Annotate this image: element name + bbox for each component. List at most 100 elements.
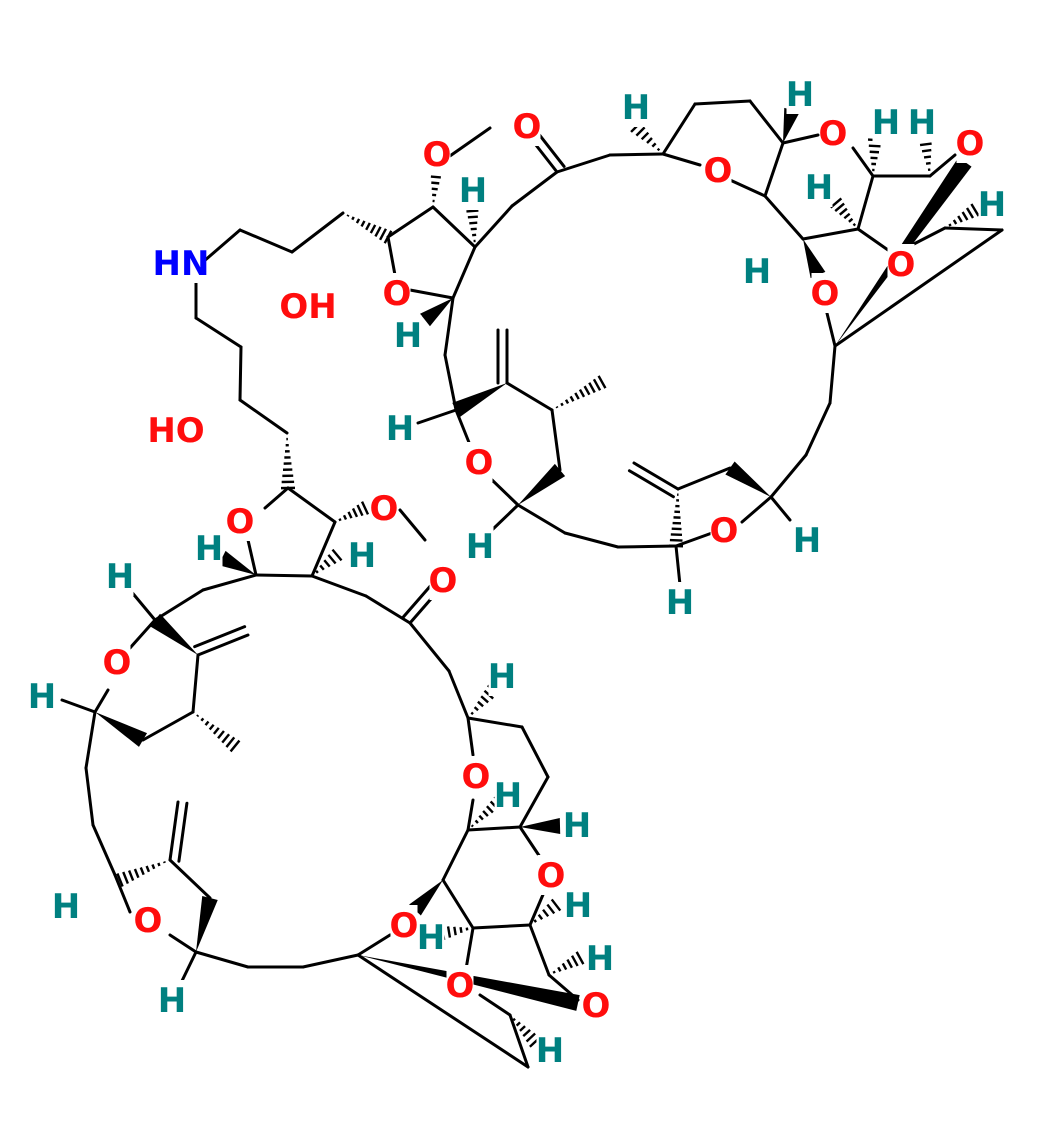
bond-line [246, 538, 258, 577]
hydrogen-label: H [195, 529, 223, 569]
atom-label-backdrop [704, 150, 732, 190]
bond-line [408, 621, 451, 673]
bond-line [748, 99, 785, 145]
atom-label-backdrop [466, 526, 494, 566]
atom-label-backdrop [819, 113, 847, 153]
atom-label-backdrop [446, 965, 474, 1005]
bond-line [608, 152, 665, 157]
bond-line [563, 531, 620, 549]
hashed-bond-stroke [557, 966, 562, 972]
bond-line [518, 775, 550, 829]
bond-line [693, 99, 752, 106]
hydrogen-label: H [908, 103, 936, 143]
hashed-bond-stroke [575, 951, 585, 965]
hashed-bond-stroke [852, 222, 856, 227]
hashed-bond-stroke [347, 511, 353, 519]
hashed-bond-stroke [952, 219, 958, 225]
atom-label-backdrop [465, 442, 493, 482]
hashed-bond-stroke [204, 720, 210, 726]
double-bond-line [193, 625, 247, 649]
hashed-bond-stroke [431, 187, 438, 191]
hashed-bond-stroke [869, 150, 880, 154]
hashed-bond-stroke [569, 395, 575, 402]
hydroxyl-label: OH [279, 287, 336, 327]
atom-label-backdrop [793, 520, 821, 560]
atom-label-backdrop [383, 273, 411, 313]
ring-oxygen: O [462, 757, 491, 797]
bond-line [516, 503, 567, 535]
hashed-bond-stroke [466, 209, 479, 213]
atom-label-backdrop [462, 756, 490, 796]
atom-label-backdrop [582, 985, 610, 1025]
atom-label-backdrop [564, 885, 592, 925]
hashed-bond-stroke [646, 137, 653, 144]
hydrogen-label: H [494, 776, 522, 816]
methoxy-oxygen: O [370, 489, 399, 529]
hashed-bond-stroke [431, 181, 440, 185]
bond-line [906, 226, 947, 249]
bond-line [290, 211, 345, 254]
hydrogen-label: H [158, 981, 186, 1021]
bond-line [763, 194, 805, 241]
hashed-bond-stroke [961, 211, 969, 221]
atom-label-backdrop [537, 855, 565, 895]
hashed-bond-stroke [356, 504, 364, 517]
double-bond-line [537, 132, 566, 168]
hashed-bond-stroke [200, 717, 205, 722]
hashed-bond-stroke [512, 1017, 516, 1022]
carbonyl-oxygen: O [429, 561, 458, 601]
atom-label-backdrop [786, 74, 814, 114]
hashed-bond-stroke [965, 207, 975, 219]
wedge-bond [783, 107, 800, 143]
hydrogen-label: H [106, 557, 134, 597]
hashed-bond-stroke [640, 131, 650, 141]
hashed-bond-stroke [555, 406, 559, 409]
bond-line [441, 828, 470, 882]
hashed-bond-stroke [196, 714, 200, 718]
hashed-bond-stroke [163, 861, 166, 864]
bond-line [510, 170, 559, 208]
bond-line [520, 725, 550, 779]
hashed-bond-stroke [127, 870, 135, 882]
hashed-bond-stroke [868, 144, 881, 148]
bond-line [84, 710, 97, 770]
atom-label-backdrop [284, 286, 332, 326]
bond-line [555, 153, 612, 174]
bond-line [804, 401, 832, 457]
atom-label-backdrop [195, 528, 223, 568]
bond-line [528, 888, 547, 927]
bond-line [856, 227, 890, 252]
hashed-bond-stroke [360, 501, 370, 515]
hashed-bond-stroke [482, 810, 489, 817]
ring-oxygen: O [134, 901, 163, 941]
bond-line [386, 235, 397, 277]
hashed-bond-stroke [574, 392, 580, 400]
hashed-bond-stroke [925, 161, 931, 165]
bond-line [661, 102, 697, 156]
hashed-bond-stroke [122, 871, 129, 885]
carbonyl-oxygen: O [513, 107, 542, 147]
bond-line [356, 933, 392, 957]
bond-line [740, 495, 773, 524]
bond-line [443, 296, 455, 357]
hydrogen-label: H [666, 583, 694, 623]
hashed-bond-stroke [327, 554, 337, 565]
hashed-bond-stroke [369, 224, 377, 234]
hashed-bond-stroke [351, 507, 359, 518]
atom-label-backdrop [459, 170, 487, 210]
bond-line [84, 766, 95, 827]
bond-line [478, 993, 512, 1017]
hydrogen-label: H [743, 252, 771, 292]
atom-label-backdrop [386, 408, 414, 448]
bond-line [356, 953, 530, 1069]
atom-label-backdrop [805, 167, 833, 207]
bond-line [943, 226, 1004, 232]
ring-oxygen: O [710, 511, 739, 551]
bond-line [168, 800, 180, 862]
hashed-bond-stroke [133, 868, 140, 879]
bond-line [828, 344, 837, 405]
bond-line [168, 933, 198, 954]
hashed-bond-stroke [948, 223, 952, 227]
bond-line [301, 953, 360, 969]
atom-label-backdrop [887, 244, 915, 284]
